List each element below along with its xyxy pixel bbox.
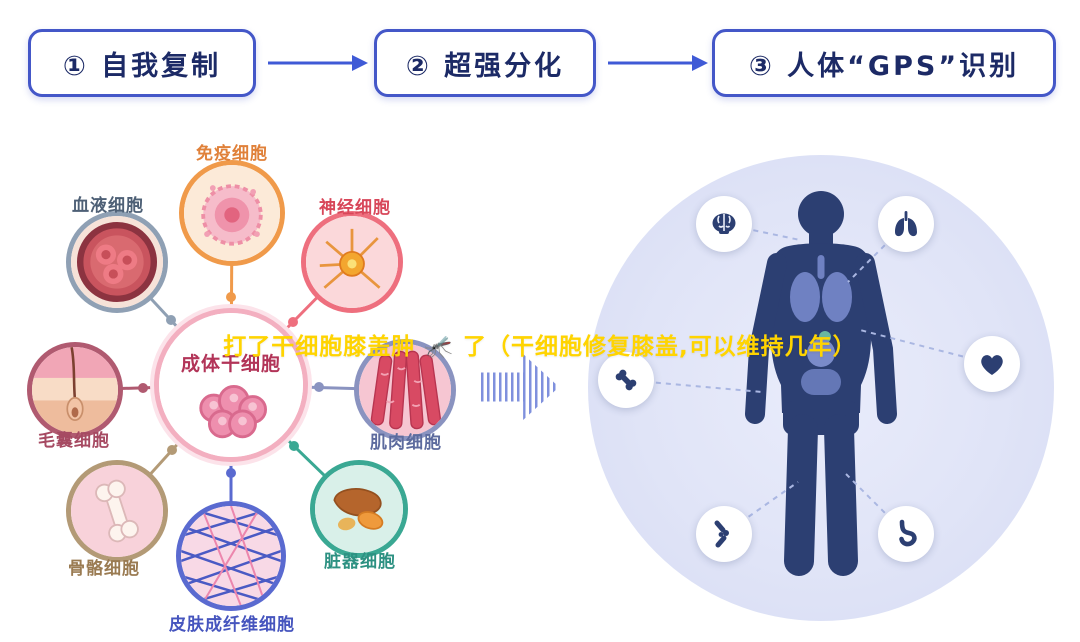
cell-label-organ: 脏器细胞: [324, 552, 396, 572]
step-badge-differentiation: ② 超强分化: [374, 29, 596, 97]
cell-label-blood: 血液细胞: [72, 196, 144, 216]
page-title: 打了干细胞膝盖肿 🦟 了（干细胞修复膝盖,可以维持几年）: [223, 334, 857, 360]
blood-cell-art: [71, 216, 163, 308]
cell-circle-bone: [66, 460, 168, 562]
skin-fibroblast-art: [181, 506, 281, 606]
cell-circle-immune: [179, 160, 285, 266]
cell-label-hair: 毛囊细胞: [38, 431, 110, 451]
nerve-cell-art: [306, 216, 398, 308]
cell-circle-organ: [310, 460, 408, 558]
flow-arrow-icon: [608, 55, 708, 71]
human-body-silhouette: [745, 191, 897, 576]
cell-circle-skin-fibroblast: [176, 501, 286, 611]
bone-cell-art: [71, 465, 163, 557]
lungs-icon: [895, 211, 917, 237]
striped-arrow-icon: [481, 354, 559, 420]
organ-cell-art: [315, 465, 403, 553]
stomach-icon: [899, 519, 917, 547]
organ-badge-lungs: [878, 196, 934, 252]
organ-badge-brain: [696, 196, 752, 252]
cell-label-muscle: 肌肉细胞: [370, 433, 442, 453]
brain-icon: [712, 213, 736, 234]
immune-cell-art: [184, 165, 280, 261]
organ-badge-stomach: [878, 506, 934, 562]
flow-arrow-icon: [268, 55, 368, 71]
step-badge-gps-recognition: ③ 人体“GPS”识别: [712, 29, 1056, 97]
step-badge-self-replication: ① 自我复制: [28, 29, 256, 97]
bone-icon: [615, 369, 637, 391]
organ-badge-knee-joint: [696, 506, 752, 562]
knee-joint-icon: [714, 520, 729, 548]
cell-circle-nerve: [301, 211, 403, 313]
cell-label-skin: 皮肤成纤维细胞: [169, 615, 295, 635]
cell-label-nerve: 神经细胞: [319, 198, 391, 218]
cell-label-immune: 免疫细胞: [196, 144, 268, 164]
cell-label-bone: 骨骼细胞: [68, 559, 140, 579]
cell-circle-blood: [66, 211, 168, 313]
